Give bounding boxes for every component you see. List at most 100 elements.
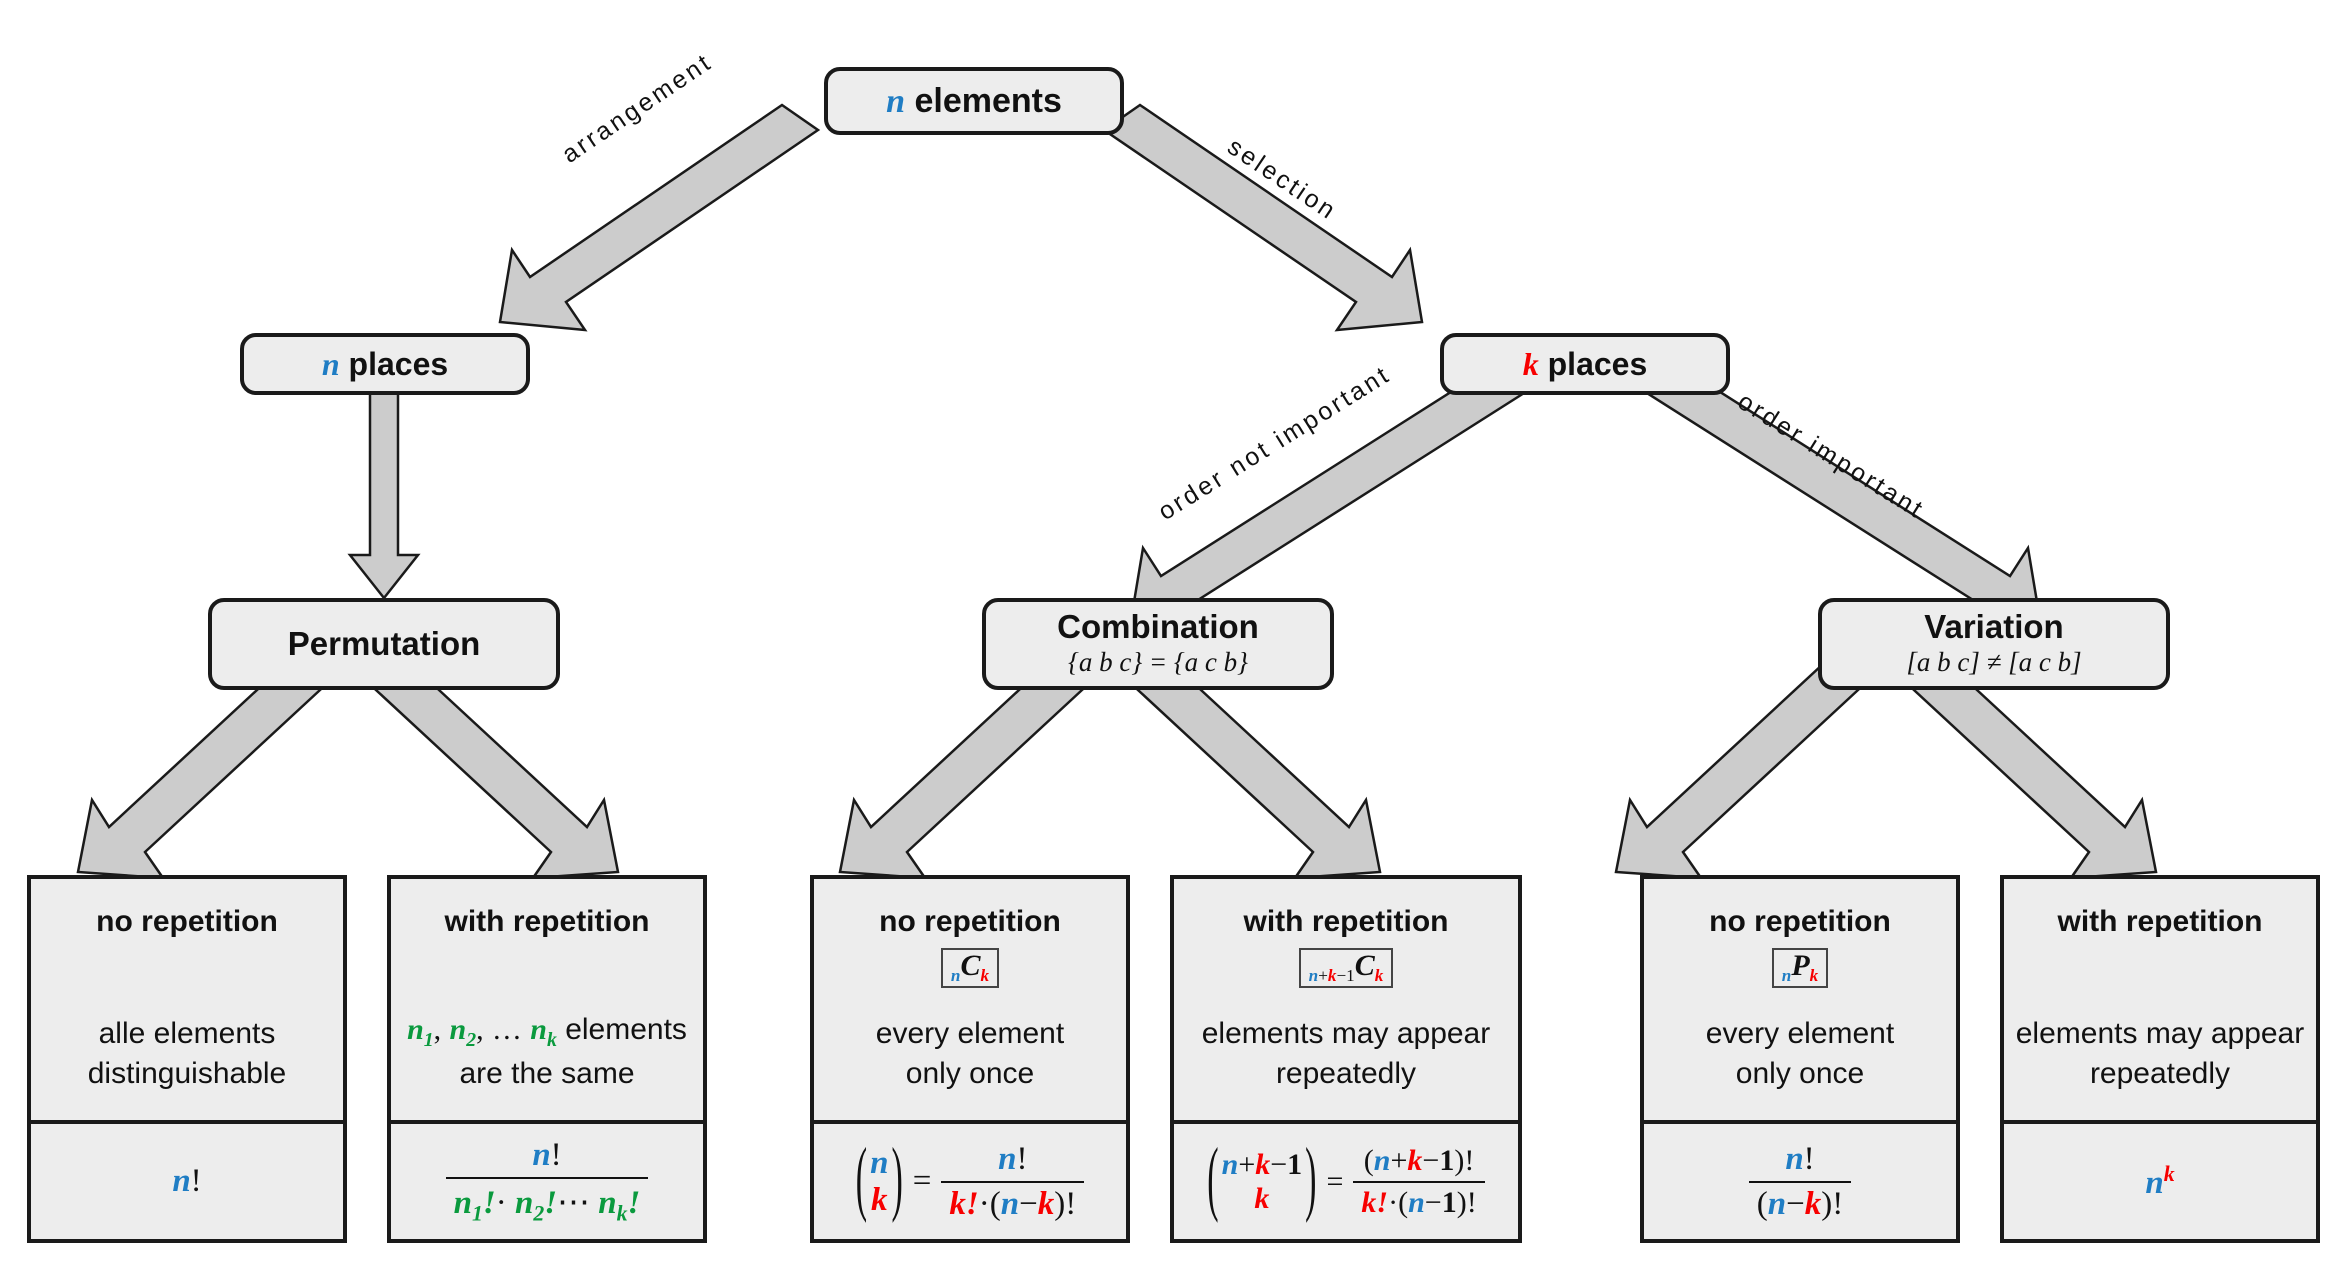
sym-lpar: ( <box>1363 1143 1374 1177</box>
sym-k: k <box>1255 1147 1271 1181</box>
sym-lpar: ( <box>1207 1134 1219 1225</box>
edge-label-arrangement: arrangement <box>556 47 718 169</box>
node-root[interactable]: n elements <box>824 67 1124 135</box>
arrow-perm-leaf1 <box>76 663 322 880</box>
arrow-selection <box>1101 103 1424 332</box>
node-permutation[interactable]: Permutation <box>208 598 560 690</box>
sym-elements-word: elements <box>565 1013 687 1047</box>
sym-s2: 2 <box>533 1201 545 1226</box>
sym-bang: ! <box>627 1184 641 1221</box>
sym-n1: n <box>453 1184 472 1221</box>
node-n-places[interactable]: n places <box>240 333 530 395</box>
sym-minus: − <box>1422 1143 1440 1177</box>
sym-k: k <box>1809 965 1819 985</box>
sym-comma2: , <box>476 1013 484 1047</box>
sym-k: k <box>1361 1185 1377 1219</box>
root-label: elements <box>914 81 1062 120</box>
sym-minus: − <box>1786 1185 1805 1222</box>
arrow-nplaces-permutation <box>347 383 421 601</box>
sym-bang: ! <box>190 1163 202 1199</box>
leaf4-header: with repetition <box>1243 905 1449 938</box>
sym-bang: ! <box>1016 1140 1028 1177</box>
k-places-label: places <box>1547 345 1648 382</box>
sym-bang: ! <box>1803 1140 1815 1177</box>
arrow-comb-leaf3 <box>838 663 1084 880</box>
sym-k: k <box>1804 1185 1822 1222</box>
sym-n: n <box>870 1144 889 1181</box>
leaf3-header: no repetition <box>879 905 1061 938</box>
sym-n: n <box>1781 965 1792 985</box>
sym-n: n <box>1373 1143 1391 1177</box>
n-places-label: places <box>348 345 449 382</box>
sym-n: n <box>1785 1140 1804 1177</box>
sym-bang: ! <box>1464 1143 1475 1177</box>
leaf5-notation: nPk <box>1771 947 1829 988</box>
leaf-permutation-no-repetition[interactable]: no repetition alle elements distinguisha… <box>27 875 347 1243</box>
variation-subtitle: [a b c] ≠ [a c b] <box>1906 646 2082 677</box>
variation-title: Variation <box>1924 608 2064 646</box>
leaf1-desc-line1: alle elements <box>98 1016 276 1050</box>
sym-rpar: ) <box>1305 1134 1317 1225</box>
leaf-permutation-with-repetition[interactable]: with repetition n1, n2, … nk elements ar… <box>387 875 707 1243</box>
leaf2-header: with repetition <box>444 905 650 938</box>
leaf-variation-with-repetition[interactable]: with repetition elements may appear repe… <box>2000 875 2320 1243</box>
leaf3-upper: no repetition nCk every element only onc… <box>814 879 1126 1124</box>
arrow-order-important <box>1636 362 2042 630</box>
leaf4-desc-line1: elements may appear <box>1201 1016 1491 1050</box>
leaf2-formula: n! n1!· n2!⋯ nk! <box>445 1136 649 1227</box>
leaf6-upper: with repetition elements may appear repe… <box>2004 879 2316 1124</box>
sym-n2: n <box>449 1013 467 1047</box>
node-k-places[interactable]: k places <box>1440 333 1730 395</box>
sym-one: 1 <box>1441 1185 1457 1219</box>
leaf1-desc-line2: distinguishable <box>87 1056 287 1090</box>
sym-lpar: ( <box>1756 1185 1768 1222</box>
sym-rpar: ) <box>1454 1143 1465 1177</box>
sym-k: k <box>1407 1143 1423 1177</box>
sym-comma1: , <box>433 1013 442 1047</box>
sym-bang: ! <box>1376 1185 1389 1219</box>
sym-one: 1 <box>1439 1143 1455 1177</box>
sym-one: 1 <box>1287 1147 1303 1181</box>
sym-C: C <box>1354 948 1375 982</box>
sym-n: n <box>532 1136 551 1173</box>
leaf4-desc-line2: repeatedly <box>1275 1056 1417 1090</box>
sym-dot: · <box>495 1184 507 1221</box>
leaf1-header: no repetition <box>96 905 278 938</box>
leaf2-desc-line1: n1, n2, … nk elements <box>407 1013 687 1052</box>
leaf3-formula: ( n k ) = n! k!·(n−k)! <box>856 1138 1085 1223</box>
leaf-combination-no-repetition[interactable]: no repetition nCk every element only onc… <box>810 875 1130 1243</box>
sym-lpar: ( <box>1398 1185 1409 1219</box>
sym-n2: n <box>514 1184 534 1221</box>
sym-minus: − <box>1019 1185 1038 1222</box>
sym-nk: n <box>598 1184 617 1221</box>
leaf4-notation: n+k−1Ck <box>1298 947 1394 988</box>
leaf1-formula: n! <box>172 1163 201 1200</box>
sym-bang: ! <box>965 1185 979 1222</box>
leaf5-description: every element only once <box>1644 1014 1956 1094</box>
sym-P: P <box>1791 948 1810 982</box>
sym-n: n <box>1221 1147 1239 1181</box>
leaf2-lower: n! n1!· n2!⋯ nk! <box>391 1124 703 1239</box>
leaf-variation-no-repetition[interactable]: no repetition nPk every element only onc… <box>1640 875 1960 1243</box>
leaf2-desc-line2: are the same <box>459 1056 635 1090</box>
node-combination[interactable]: Combination {a b c} = {a c b} <box>982 598 1334 690</box>
sym-bang: ! <box>1065 1185 1077 1222</box>
sym-one: 1 <box>1346 965 1355 985</box>
sym-n1: n <box>407 1013 424 1047</box>
sym-ellipsis: ⋯ <box>557 1184 591 1221</box>
sym-bang: ! <box>544 1184 558 1221</box>
sym-sk: k <box>616 1201 628 1226</box>
leaf3-desc-line2: only once <box>905 1056 1035 1090</box>
sym-lpar: ( <box>989 1185 1001 1222</box>
leaf-combination-with-repetition[interactable]: with repetition n+k−1Ck elements may app… <box>1170 875 1522 1243</box>
sym-n: n <box>998 1140 1017 1177</box>
sym-eq: = <box>1326 1164 1344 1198</box>
sym-n: n <box>1767 1185 1787 1222</box>
sym-minus: − <box>1336 965 1347 985</box>
node-variation[interactable]: Variation [a b c] ≠ [a c b] <box>1818 598 2170 690</box>
sym-n: n <box>172 1163 191 1199</box>
leaf4-formula: ( n+k−1 k ) = (n+k−1)! k!·(n−1)! <box>1207 1134 1485 1225</box>
leaf6-formula: nk <box>2145 1162 2174 1202</box>
combination-subtitle: {a b c} = {a c b} <box>1068 646 1248 677</box>
